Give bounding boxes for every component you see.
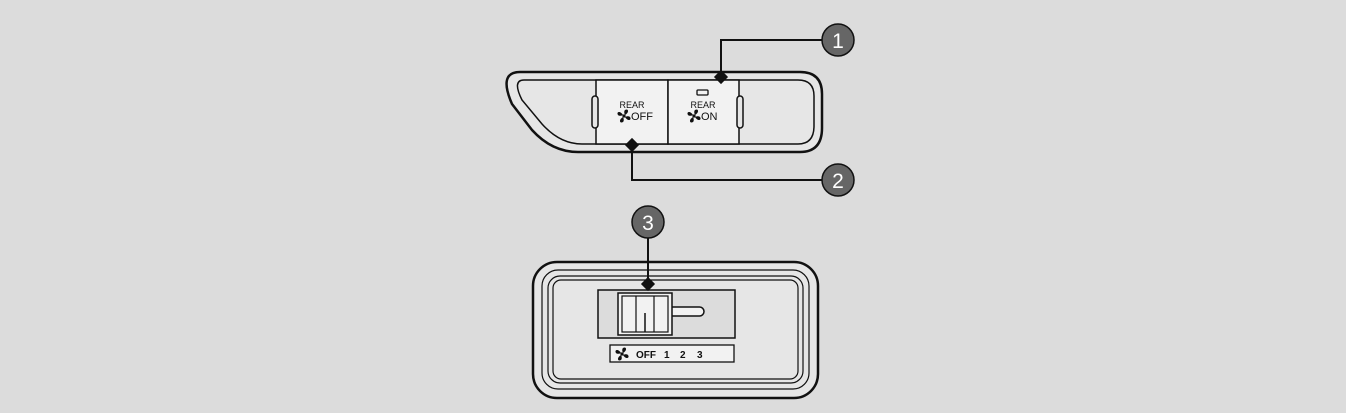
- fan-speed-slider-knob[interactable]: [617, 292, 673, 336]
- off-button-line2: OFF: [631, 111, 653, 123]
- scale-label-3: 3: [697, 350, 703, 361]
- rear-fan-switch-panel: REAR OFF REAR ON: [505, 70, 824, 154]
- callout-number: 1: [832, 30, 844, 53]
- scale-label-off: OFF: [636, 350, 656, 361]
- off-button-line1: REAR: [619, 100, 645, 110]
- scale-label-1: 1: [664, 350, 670, 361]
- fan-speed-scale: [609, 344, 735, 363]
- left-clip: [591, 95, 599, 129]
- rear-fan-dial-panel: OFF 1 2 3: [531, 260, 820, 400]
- on-indicator-light: [696, 89, 709, 96]
- callout-1: 1: [713, 23, 855, 85]
- on-button-line2: ON: [701, 111, 718, 123]
- rear-on-button[interactable]: [667, 79, 740, 145]
- callout-2: 2: [624, 137, 855, 197]
- callout-3: 3: [631, 205, 665, 292]
- scale-label-2: 2: [680, 350, 686, 361]
- rear-off-button[interactable]: [595, 79, 669, 145]
- on-button-line1: REAR: [690, 100, 716, 110]
- right-clip: [736, 95, 744, 129]
- callout-number: 2: [832, 170, 844, 193]
- callout-number: 3: [642, 212, 654, 235]
